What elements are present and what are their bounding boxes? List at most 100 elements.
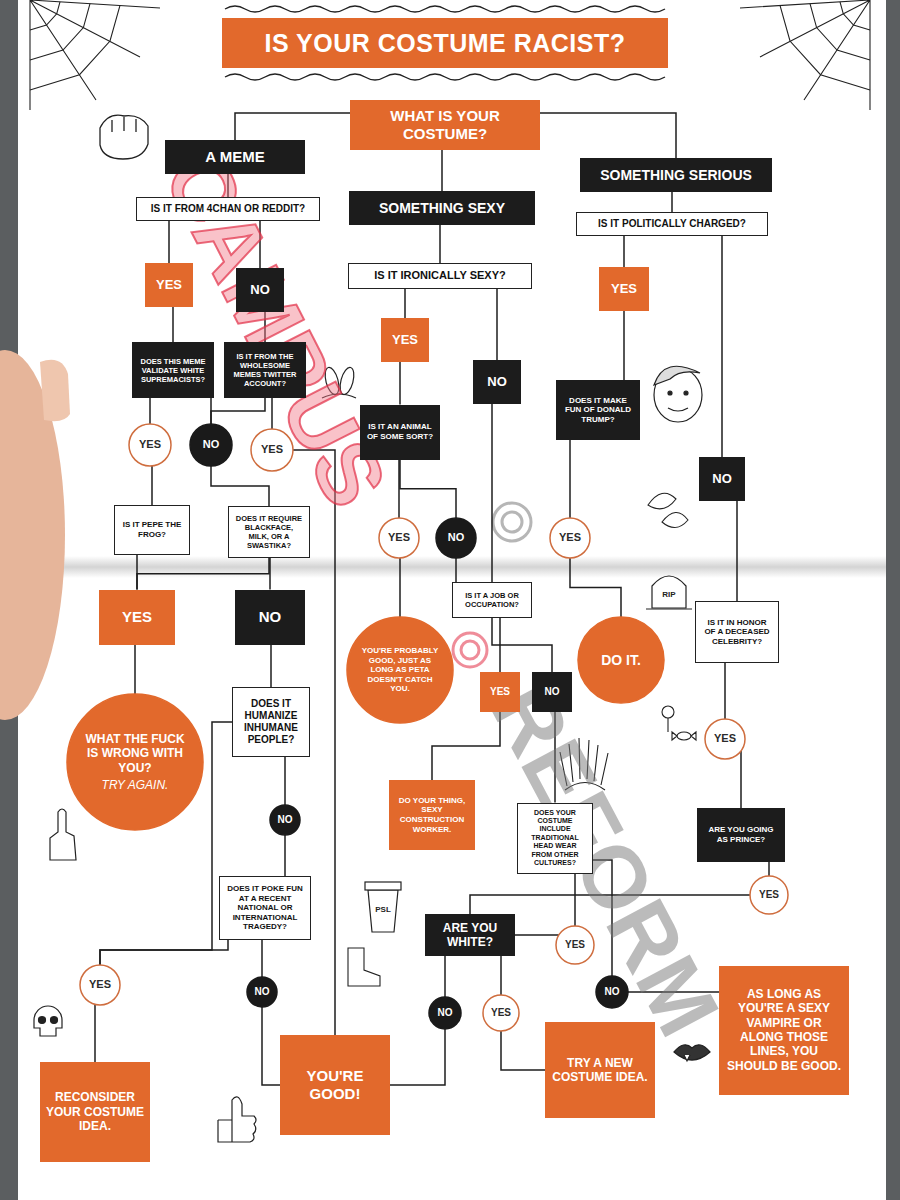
node-text: NO	[203, 438, 220, 451]
node-text: YES	[261, 443, 283, 456]
decision-box: IS IT FROM THE WHOLESOME MEMES TWITTER A…	[224, 342, 306, 398]
connector	[399, 362, 401, 405]
spider-web	[740, 0, 870, 110]
connector	[172, 307, 174, 342]
node-text: YES	[611, 281, 637, 297]
node-text: YES	[392, 332, 418, 348]
connector	[404, 289, 406, 318]
decision-box: SOMETHING SERIOUS	[580, 158, 772, 192]
title-text: IS YOUR COSTUME RACIST?	[264, 29, 625, 58]
node-text: A MEME	[205, 148, 264, 166]
answer-box: YOU'RE GOOD!	[280, 1035, 390, 1135]
connector	[137, 558, 269, 590]
node-text: NO	[278, 814, 293, 826]
coffee-cup	[365, 882, 401, 932]
no-circle: NO	[246, 976, 278, 1008]
connector	[515, 934, 559, 936]
middle-finger	[50, 809, 76, 860]
connector	[100, 940, 228, 965]
connector	[134, 645, 136, 695]
circle-shape	[347, 617, 453, 723]
circle-shape	[67, 694, 203, 830]
connector	[721, 236, 723, 457]
node-text: DOES IT HUMANIZE INHUMANE PEOPLE?	[239, 698, 303, 746]
node-text: NO	[545, 686, 560, 698]
connector	[671, 192, 673, 212]
node-text: YES	[139, 438, 161, 451]
connector	[768, 862, 770, 876]
icon-label: PSL	[375, 906, 391, 914]
connector	[441, 150, 443, 191]
connector	[262, 1007, 280, 1085]
node-text: TRY A NEW COSTUME IDEA.	[551, 1056, 649, 1085]
circle-shape	[251, 429, 293, 471]
circle-shape	[705, 719, 745, 759]
node-text: ARE YOU GOING AS PRINCE?	[703, 825, 779, 844]
node-text: DO YOUR THING, SEXY CONSTRUCTION WORKER.	[395, 796, 469, 834]
no-circle: NO	[269, 804, 301, 836]
node-text: IS IT AN ANIMAL OF SOME SORT?	[366, 422, 434, 441]
title-band: IS YOUR COSTUME RACIST?	[222, 18, 668, 68]
node-text: WHAT IS YOUR COSTUME?	[356, 107, 534, 143]
connector	[168, 221, 170, 263]
circle-shape	[80, 965, 120, 1005]
connector	[736, 501, 738, 601]
node-text: YES	[491, 1007, 511, 1019]
yes-circle: YES	[549, 517, 591, 559]
node-text: DOES IT REQUIRE BLACKFACE, MILK, OR A SW…	[235, 514, 303, 550]
result-circle: WHAT THE FUCK IS WRONG WITH YOU?TRY AGAI…	[66, 693, 204, 831]
node-text: NO	[712, 471, 732, 487]
connector	[492, 618, 552, 672]
circle-shape	[483, 995, 519, 1031]
yes-circle: YES	[250, 428, 294, 472]
connector	[491, 404, 493, 582]
boot-icon	[348, 948, 380, 986]
question-box: IS IT FROM 4CHAN OR REDDIT?	[136, 197, 320, 221]
connector	[235, 113, 350, 140]
node-text: RECONSIDER YOUR COSTUME IDEA.	[46, 1090, 144, 1133]
node-text: YOU'RE GOOD!	[286, 1067, 384, 1103]
decision-box: DOES THIS MEME VALIDATE WHITE SUPREMACIS…	[132, 342, 214, 398]
yes-circle: YES	[555, 925, 595, 965]
skull-icon	[34, 1006, 62, 1036]
gravestone	[646, 576, 692, 609]
decision-box: NO	[473, 360, 521, 404]
connector	[724, 663, 726, 719]
connector	[211, 398, 265, 424]
node-text: IS IT FROM THE WHOLESOME MEMES TWITTER A…	[230, 352, 300, 388]
wavy-rule	[225, 74, 665, 80]
decision-box: A MEME	[165, 140, 305, 174]
node-text: NO	[448, 531, 465, 544]
no-circle: NO	[595, 975, 629, 1009]
answer-box: YES	[599, 267, 649, 311]
answer-box: TRY A NEW COSTUME IDEA.	[545, 1022, 655, 1118]
candy	[662, 706, 696, 740]
connector	[151, 466, 153, 505]
circle-shape	[750, 876, 788, 914]
node-text: YES	[714, 732, 736, 745]
node-text: NO	[259, 608, 282, 626]
question-box: IS IT PEPE THE FROG?	[114, 505, 190, 555]
paper	[18, 0, 886, 1200]
decision-box: NO	[236, 268, 284, 312]
node-text: YES	[559, 531, 581, 544]
spider-web	[30, 0, 160, 110]
node-text: DO IT.	[601, 652, 641, 669]
connector	[740, 751, 742, 808]
question-box: IS IT POLITICALLY CHARGED?	[576, 212, 768, 236]
circle-shape	[129, 424, 171, 466]
node-text: YES	[89, 978, 111, 991]
decision-box: IS IT AN ANIMAL OF SOME SORT?	[360, 405, 440, 460]
yes-circle: YES	[749, 875, 789, 915]
circle-shape	[379, 518, 419, 558]
answer-box: WHAT IS YOUR COSTUME?	[350, 100, 540, 150]
node-text: NO	[605, 986, 620, 998]
connector	[284, 757, 286, 805]
result-circle: DO IT.	[577, 616, 665, 704]
connector	[455, 558, 457, 582]
connector	[400, 460, 456, 519]
answer-box: YES	[145, 263, 193, 307]
connector	[496, 289, 498, 360]
connector	[439, 225, 441, 263]
